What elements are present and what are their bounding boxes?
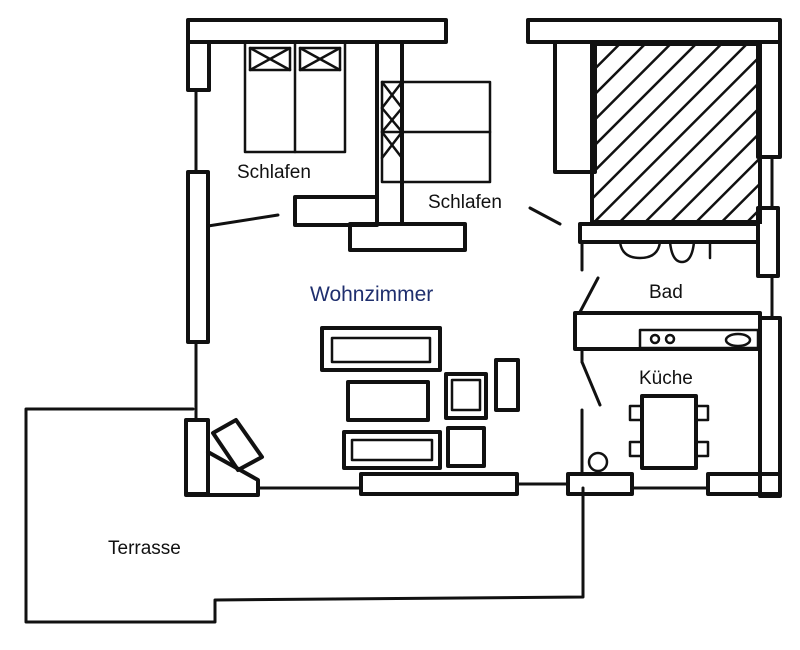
dining-table (587, 394, 710, 473)
kitchen-counter (638, 328, 760, 350)
room-label-bad: Bad (649, 282, 683, 303)
corner-chair (211, 418, 264, 472)
side-table (446, 426, 486, 468)
bathroom-fixtures (618, 240, 712, 264)
armchair (444, 372, 488, 420)
sofa-bottom (342, 430, 442, 470)
room-label-terrasse: Terrasse (108, 538, 181, 559)
double-bed-2 (380, 80, 492, 184)
terrace-outline (24, 407, 585, 624)
hatched-area (590, 42, 762, 224)
room-label-wohnzimmer: Wohnzimmer (310, 283, 433, 306)
room-label-schlafen-2: Schlafen (428, 192, 502, 213)
sideboard (494, 358, 520, 412)
sofa-top (320, 326, 442, 372)
coffee-table (346, 380, 430, 422)
room-label-kueche: Küche (639, 368, 693, 389)
double-bed-1 (243, 40, 347, 154)
room-label-schlafen-1: Schlafen (237, 162, 311, 183)
